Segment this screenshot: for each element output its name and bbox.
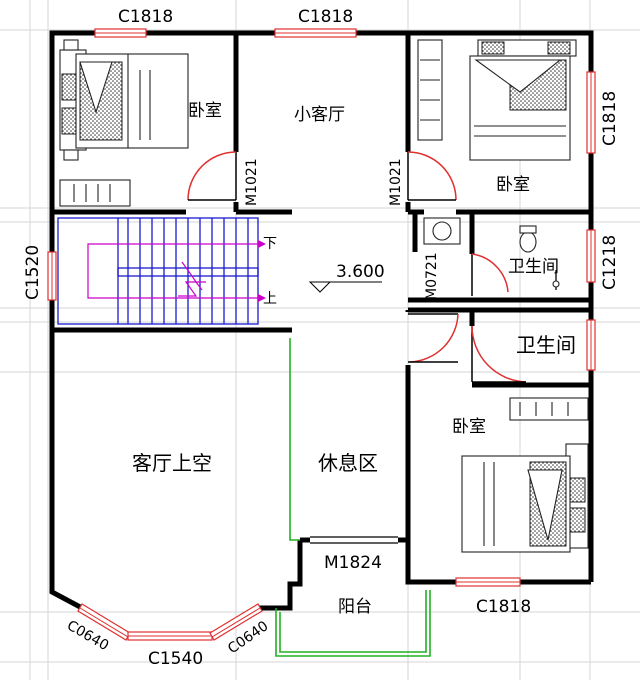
window-label-right-middle: C1218: [600, 235, 620, 290]
elevation-marker: 3.600: [308, 262, 385, 293]
room-label-bedroom-nw: 卧室: [188, 101, 222, 121]
stair-down-label: 下: [263, 236, 277, 252]
window-bay-right: [209, 603, 263, 641]
window-right-lower: [586, 319, 596, 371]
exterior-walls: [49, 30, 594, 611]
window-top-left: [94, 28, 147, 38]
door-label-right-bedroom: M1021: [388, 158, 404, 206]
stair-treads: [117, 218, 249, 324]
bed-se: [461, 443, 589, 553]
windows: [47, 28, 596, 641]
bed-nw: [59, 39, 189, 161]
stair-up-label: 上: [263, 291, 277, 307]
door-label-bathroom: M0721: [424, 252, 440, 300]
window-label-top-center: C1818: [298, 7, 353, 27]
window-label-right-upper: C1818: [600, 91, 620, 146]
window-label-left: C1520: [23, 245, 43, 300]
window-label-bay-bottom: C1540: [148, 649, 203, 669]
door-balcony: [310, 536, 398, 544]
window-label-top-left: C1818: [118, 7, 173, 27]
door-label-balcony: M1824: [324, 553, 382, 573]
elevation-label: 3.600: [336, 262, 385, 282]
window-right-upper: [586, 71, 596, 154]
door-left-bedroom: [187, 151, 237, 201]
stairs: 下 上: [57, 217, 277, 325]
wash-basin: [423, 217, 461, 245]
window-right-middle: [586, 229, 596, 283]
room-label-bedroom-se: 卧室: [452, 417, 486, 437]
window-left: [47, 251, 57, 301]
room-label-bathroom-1: 卫生间: [508, 257, 559, 277]
interior-walls: [52, 33, 591, 540]
doors: [187, 151, 527, 544]
bed-ne: [469, 39, 577, 161]
arrow-up-icon: [258, 294, 266, 302]
window-label-bottom-right: C1818: [476, 597, 531, 617]
room-label-living-void: 客厅上空: [132, 451, 212, 475]
window-bay-left: [77, 603, 131, 641]
door-bedroom-se: [408, 313, 459, 363]
room-label-bathroom-2: 卫生间: [516, 333, 576, 357]
room-label-bedroom-ne: 卧室: [496, 175, 530, 195]
toilet: [519, 225, 560, 290]
balcony-rail: [275, 338, 431, 657]
wardrobe-ne: [417, 39, 443, 141]
door-bathroom-1: [471, 253, 509, 296]
wardrobe-se: [509, 397, 589, 421]
door-right-bedroom: [407, 151, 457, 201]
door-bathroom-2: [471, 325, 527, 383]
door-label-left-bedroom: M1021: [244, 158, 260, 206]
window-bottom-right: [455, 577, 521, 587]
wardrobe-nw: [59, 179, 131, 207]
room-label-lounge: 休息区: [318, 451, 378, 475]
room-label-balcony: 阳台: [338, 597, 372, 617]
window-top-center: [274, 28, 357, 38]
room-label-small-living: 小客厅: [294, 105, 345, 125]
window-bay-bottom: [127, 631, 213, 641]
arrow-down-icon: [258, 240, 266, 248]
